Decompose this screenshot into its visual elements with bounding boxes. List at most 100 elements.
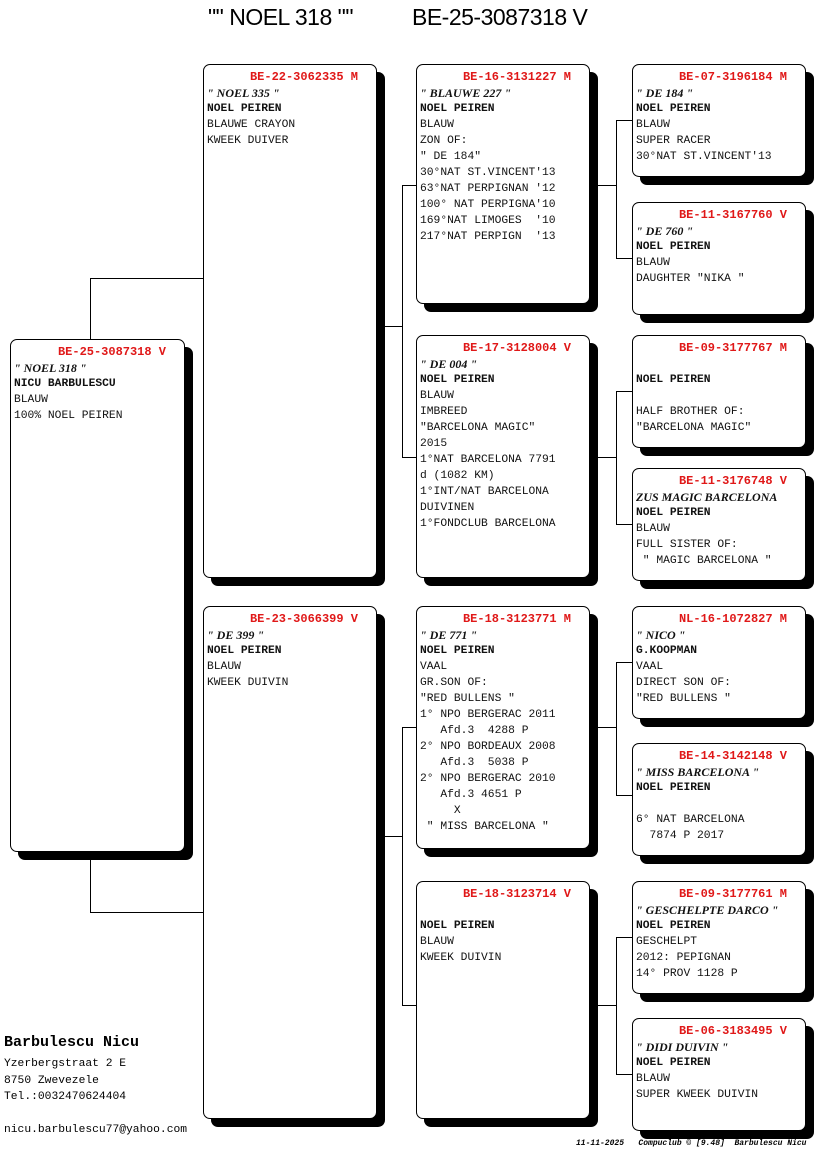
connector [616, 391, 617, 524]
info-line: Afd.3 5038 P [420, 757, 529, 769]
info-line [636, 796, 805, 812]
breeder: NOEL PEIREN [420, 374, 495, 386]
breeder-street: Yzerbergstraat 2 E [4, 1058, 127, 1070]
info-line: SUPER RACER [636, 135, 711, 147]
info-line: 2012: PEPIGNAN [636, 952, 731, 964]
pigeon-name: " NOEL 335 " [207, 86, 280, 100]
ring-number: NL-16-1072827 M [678, 612, 787, 626]
pigeon-name: " DE 771 " [420, 628, 477, 642]
pedigree-box-dds[interactable]: BE-09-3177761 M " GESCHELPTE DARCO " NOEL … [632, 881, 806, 994]
info-line: DIRECT SON OF: [636, 677, 731, 689]
info-line: 1°INT/NAT BARCELONA [420, 486, 549, 498]
connector [402, 727, 416, 728]
breeder: NICU BARBULESCU [14, 378, 116, 390]
ring-number: BE-11-3167760 V [678, 208, 787, 222]
breeder-name: Barbulescu Nicu [4, 1034, 140, 1051]
ring-number: BE-18-3123714 V [462, 887, 571, 901]
pedigree-box-subject[interactable]: BE-25-3087318 V" NOEL 318 "NICU BARBULES… [10, 339, 185, 852]
info-line: " DE 184" [420, 151, 482, 163]
info-line: 1°NAT BARCELONA 7791 [420, 454, 556, 466]
info-line: IMBREED [420, 406, 468, 418]
software-label: Compuclub © [9.48] [638, 1139, 725, 1148]
breeder: NOEL PEIREN [636, 103, 711, 115]
ring-number: BE-22-3062335 M [249, 70, 358, 84]
info-line: 1° NPO BERGERAC 2011 [420, 709, 556, 721]
info-line: 100% NOEL PEIREN [14, 410, 123, 422]
breeder: NOEL PEIREN [420, 920, 495, 932]
ring-number: BE-23-3066399 V [249, 612, 358, 626]
info-line: VAAL [636, 661, 664, 673]
ring-number: BE-18-3123771 M [462, 612, 571, 626]
pigeon-name: ZUS MAGIC BARCELONA [636, 490, 778, 504]
connector [616, 937, 617, 1074]
info-line: BLAUW [420, 119, 454, 131]
breeder: NOEL PEIREN [636, 507, 711, 519]
info-line: 217°NAT PERPIGN '13 [420, 231, 556, 243]
pedigree-box-sire-sire[interactable]: BE-16-3131227 M" BLAUWE 227 "NOEL PEIREN… [416, 64, 590, 304]
info-line: "BARCELONA MAGIC" [636, 422, 752, 434]
connector [90, 278, 203, 279]
info-line: Afd.3 4651 P [420, 789, 522, 801]
connector [376, 326, 402, 327]
ring-number: BE-14-3142148 V [678, 749, 787, 763]
info-line: X [420, 805, 461, 817]
breeder: NOEL PEIREN [636, 782, 711, 794]
breeder: NOEL PEIREN [636, 920, 711, 932]
info-line: 2° NPO BERGERAC 2010 [420, 773, 556, 785]
connector [616, 662, 632, 663]
connector [616, 391, 632, 392]
connector [589, 1005, 616, 1006]
pedigree-box-dsd[interactable]: BE-14-3142148 V " MISS BARCELONA " NOEL PE… [632, 743, 806, 856]
footer-user: Barbulescu Nicu [734, 1139, 807, 1148]
connector [589, 727, 616, 728]
pigeon-name: " DE 004 " [420, 357, 477, 371]
info-line: 30°NAT ST.VINCENT'13 [420, 167, 556, 179]
print-date: 11-11-2025 [576, 1139, 625, 1148]
info-line: "RED BULLENS " [420, 693, 515, 705]
connector [616, 937, 632, 938]
pigeon-name: " GESCHELPTE DARCO " [636, 903, 779, 917]
info-line: 14° PROV 1128 P [636, 968, 738, 980]
info-line: SUPER KWEEK DUIVIN [636, 1089, 759, 1101]
info-line: 1°FONDCLUB BARCELONA [420, 518, 556, 530]
connector [90, 851, 91, 912]
info-line: BLAUW [636, 1073, 670, 1085]
info-line: 169°NAT LIMOGES '10 [420, 215, 556, 227]
info-line: BLAUWE CRAYON [207, 119, 296, 131]
info-line: 6° NAT BARCELONA [636, 814, 745, 826]
info-line: HALF BROTHER OF: [636, 406, 745, 418]
ring-number: BE-17-3128004 V [462, 341, 571, 355]
breeder-city: 8750 Zwevezele [4, 1075, 99, 1087]
pigeon-name [420, 902, 589, 918]
info-line: BLAUW [636, 523, 670, 535]
info-line: FULL SISTER OF: [636, 539, 738, 551]
pigeon-name: " MISS BARCELONA " [636, 765, 760, 779]
info-line: "RED BULLENS " [636, 693, 731, 705]
breeder: NOEL PEIREN [636, 1057, 711, 1069]
connector [402, 185, 403, 457]
pigeon-name [636, 356, 805, 372]
pedigree-box-ddd[interactable]: BE-06-3183495 V" DIDI DUIVIN "NOEL PEIRE… [632, 1018, 806, 1131]
info-line: KWEEK DUIVIN [420, 952, 502, 964]
info-line: VAAL [420, 661, 448, 673]
ring-number: BE-09-3177761 M [678, 887, 787, 901]
info-line: 2° NPO BORDEAUX 2008 [420, 741, 556, 753]
connector [616, 258, 632, 259]
info-line: BLAUW [636, 119, 670, 131]
info-line: Afd.3 4288 P [420, 725, 529, 737]
ring-number: BE-06-3183495 V [678, 1024, 787, 1038]
breeder-email[interactable]: nicu.barbulescu77@yahoo.com [4, 1124, 188, 1136]
connector [616, 795, 632, 796]
connector [616, 120, 632, 121]
connector [402, 457, 416, 458]
